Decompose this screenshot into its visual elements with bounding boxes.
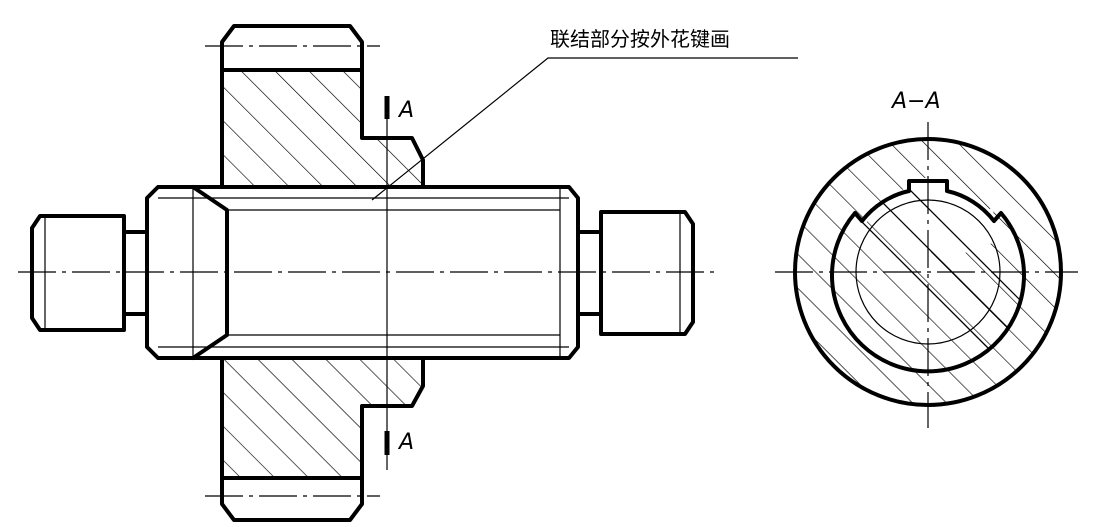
gear-teeth-top <box>220 24 364 72</box>
gear-section-lower <box>220 356 425 480</box>
annotation-text: 联结部分按外花键画 <box>550 27 730 51</box>
shaft-right-end <box>576 210 695 336</box>
shaft-left-end <box>30 214 149 332</box>
cut-label-bottom: A <box>397 430 414 455</box>
shaft-body <box>145 185 580 360</box>
gear-teeth-bottom <box>220 476 364 522</box>
annotation-leader <box>371 57 798 201</box>
section-view: A−A <box>775 89 1078 428</box>
spline-bore-outline <box>830 179 1026 374</box>
gear-section-upper <box>220 68 425 189</box>
section-title: A−A <box>890 89 941 114</box>
main-view: A A 联结部分按外花键画 <box>18 24 798 522</box>
cut-label-top: A <box>397 98 414 123</box>
